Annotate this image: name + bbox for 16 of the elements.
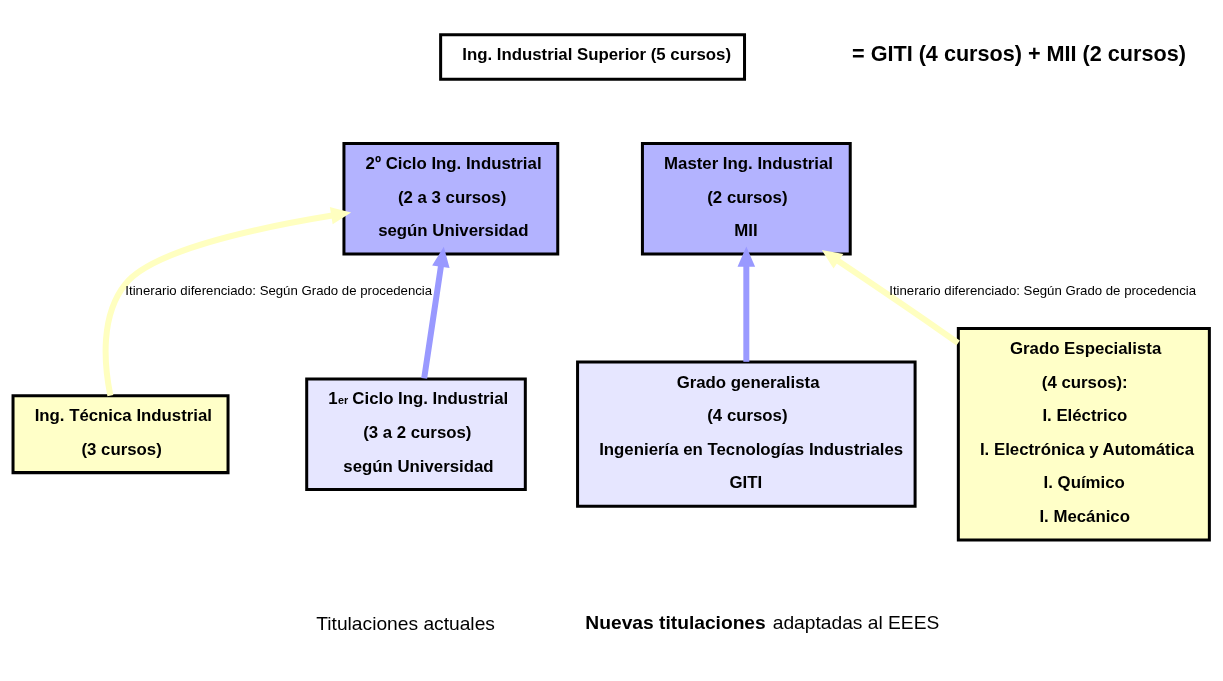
arrow	[421, 246, 450, 379]
node-box: 1er Ciclo Ing. Industrial (3 a 2 cursos) según Universidad	[305, 377, 527, 491]
node-box: Grado generalista (4 cursos) Ingeniería en Tecnologías Industriales GITI	[576, 360, 917, 508]
node-box: Ing. Industrial Superior (5 cursos)	[439, 33, 747, 81]
node-box: Master Ing. Industrial (2 cursos) MII	[640, 142, 852, 256]
node-box: 2º Ciclo Ing. Industrial (2 a 3 cursos) según Universidad	[342, 142, 560, 256]
label: Nuevas titulaciones adaptadas al EEES	[585, 611, 940, 633]
edge-label: Itinerario diferenciado: Según Grado de procedencia	[889, 282, 1197, 298]
label: = GITI (4 cursos) + MII (2 cursos)	[852, 41, 1186, 67]
edge-label: Itinerario diferenciado: Según Grado de procedencia	[125, 282, 433, 298]
arrow	[102, 207, 352, 397]
node-box: Ing. Técnica Industrial (3 cursos)	[11, 394, 230, 475]
arrow	[821, 250, 960, 346]
label: Titulaciones actuales	[316, 612, 495, 634]
arrow	[737, 246, 756, 362]
node-box: Grado Especialista (4 cursos): I. Eléctrico I. Electrónica y Automática I. Químico I. Mecánico	[956, 327, 1211, 542]
